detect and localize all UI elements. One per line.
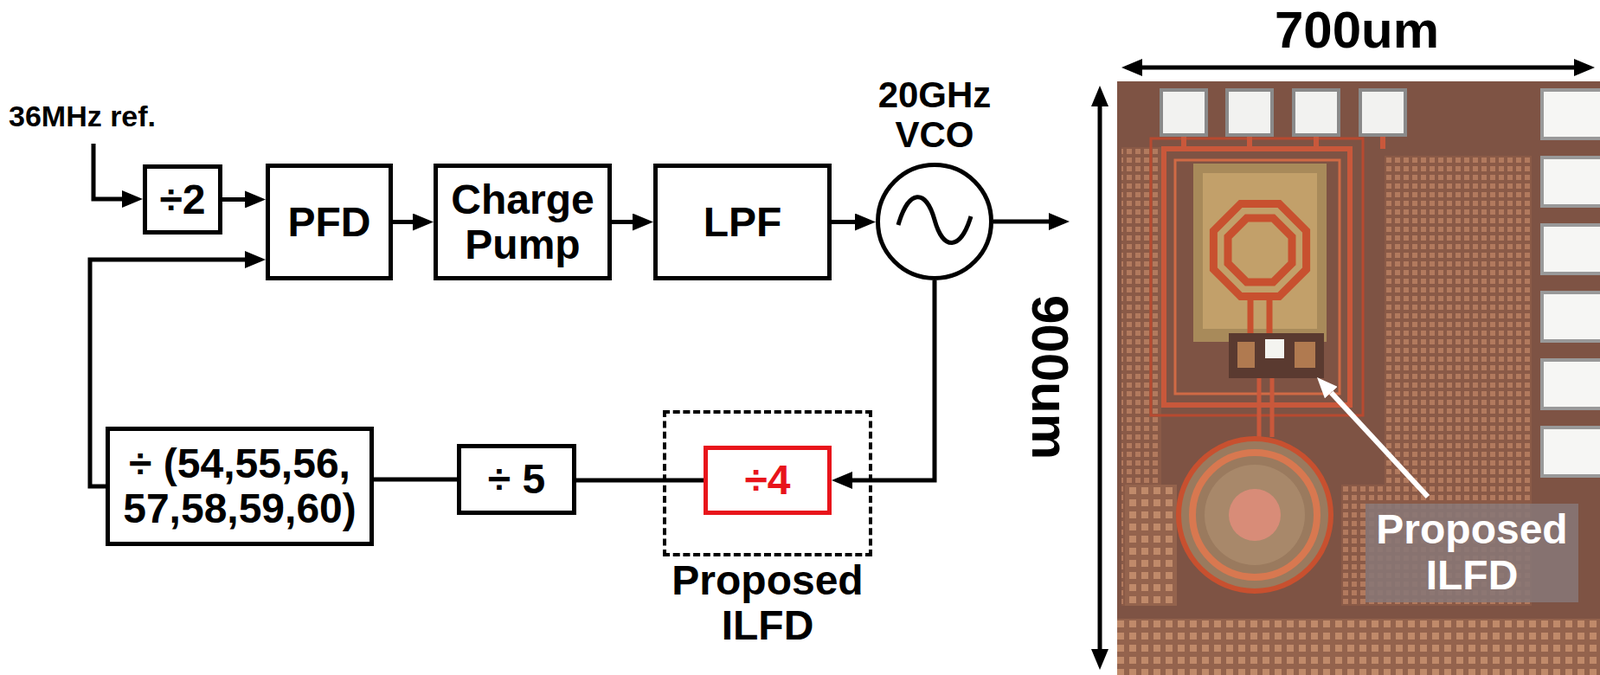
ilfd-core [1228, 333, 1324, 437]
node-text: LPF [703, 199, 783, 245]
process-box: Charge Pump [433, 163, 612, 281]
bond-pad [1161, 89, 1207, 135]
core-block [1228, 333, 1324, 379]
vco-inductor [1193, 163, 1327, 342]
inductor-turn [1192, 452, 1318, 578]
inductor-turn [1178, 438, 1331, 592]
divider-box: ÷4 [703, 445, 832, 515]
oscillator-circle: 20GHz VCO [875, 162, 994, 281]
signal-wire [222, 197, 245, 202]
node-text: ÷4 [744, 457, 791, 503]
signal-wire [576, 478, 704, 483]
dimension-label: 900um [1021, 247, 1079, 508]
core-block [1237, 341, 1255, 368]
signal-wire [852, 280, 935, 481]
bond-pad [1542, 359, 1600, 409]
node-text: ÷2 [159, 177, 206, 223]
bond-pad [1542, 427, 1600, 476]
metal-trace [1163, 148, 1350, 405]
node-text: ÷ 5 [488, 456, 546, 502]
divider-box: ÷ 5 [456, 443, 577, 515]
dummy-fill [1124, 484, 1177, 606]
node-text: PFD [288, 199, 372, 245]
dimension-arrow [1142, 65, 1575, 71]
metal-trace [1150, 138, 1363, 416]
core-block [1294, 341, 1316, 368]
signal-wire [831, 219, 855, 225]
callout-label: Proposed ILFD [1365, 503, 1579, 603]
inductor-turn [1213, 203, 1306, 296]
inductor-ground [1193, 163, 1327, 342]
node-text: 20GHz VCO [861, 75, 1009, 155]
dummy-fill [1384, 155, 1532, 485]
die-substrate [1117, 81, 1600, 675]
output-arrow [993, 219, 1049, 225]
signal-label: 36MHz ref. [8, 100, 200, 133]
sine-symbol [898, 197, 971, 244]
pad-lead [1183, 134, 1383, 149]
inductor-ground [1204, 464, 1305, 566]
node-text: ÷ (54,55,56, 57,58,59,60) [116, 441, 363, 532]
ilfd-inductor [1178, 438, 1331, 592]
core-block [1265, 339, 1285, 359]
inductor-pad [1228, 488, 1281, 541]
signal-wire [373, 477, 457, 482]
leader-arrow [1330, 392, 1428, 497]
inductor-ground [1202, 173, 1318, 329]
divider-box: ÷2 [142, 164, 223, 236]
bond-pad [1542, 292, 1600, 341]
metal-trace [1175, 160, 1340, 394]
process-box: PFD [265, 163, 393, 281]
bond-pad [1360, 89, 1406, 135]
node-text: Proposed ILFD [646, 558, 889, 649]
bond-pad [1227, 89, 1273, 135]
node-text: Charge Pump [444, 177, 601, 268]
oscillator-outline [875, 162, 994, 281]
die-photo [1117, 81, 1600, 675]
group-box: Proposed ILFD÷4 [662, 410, 873, 557]
inductor-turn [1227, 218, 1292, 283]
process-box: LPF [653, 163, 832, 281]
bond-pad [1293, 89, 1339, 135]
metal-trace [1259, 378, 1273, 437]
bond-pad [1542, 224, 1600, 274]
signal-wire [392, 219, 413, 225]
signal-wire [611, 219, 633, 225]
dimension-arrow [1098, 106, 1103, 649]
oscillator-circle [878, 165, 992, 279]
reference-wire [93, 143, 123, 200]
dimension-label: 700um [1227, 1, 1487, 59]
inductor-lead [1250, 295, 1270, 336]
bond-pads [1161, 89, 1600, 476]
bond-pad [1542, 89, 1600, 139]
bond-pad [1542, 157, 1600, 206]
dummy-fill [1117, 618, 1600, 675]
divider-box: ÷ (54,55,56, 57,58,59,60) [105, 426, 374, 547]
